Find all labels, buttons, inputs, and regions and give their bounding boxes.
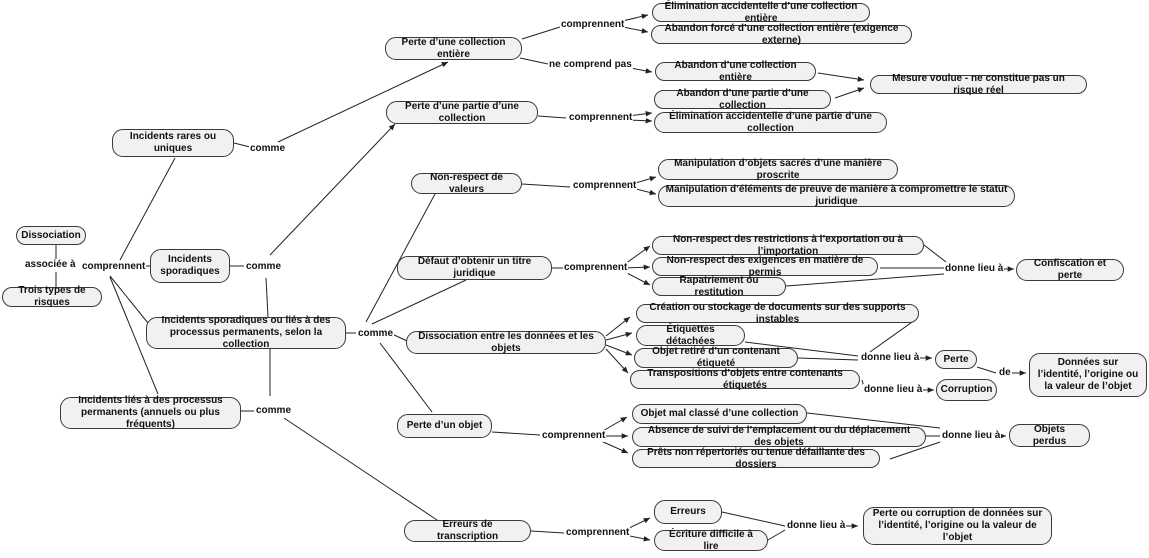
node-perte-collection-entiere[interactable]: Perte d’une collection entière: [385, 37, 522, 60]
node-erreurs-de-transcription[interactable]: Erreurs de transcription: [404, 519, 531, 542]
link-label-donne-lieu-a: donne lieu à: [863, 384, 924, 396]
link-label-comme: comme: [357, 328, 395, 340]
node-transpositions-objets[interactable]: Transpositions d’objets entre contenants…: [630, 368, 860, 391]
link-label-comme: comme: [249, 143, 287, 155]
node-perte-corruption-donnees[interactable]: Perte ou corruption de données sur l’ide…: [863, 507, 1052, 545]
node-incidents-sporadiques-ou-permanents[interactable]: Incidents sporadiques ou liés à des proc…: [146, 315, 346, 350]
link-label-comprennent: comprennent: [560, 19, 626, 31]
node-confiscation-et-perte[interactable]: Confiscation et perte: [1016, 258, 1124, 281]
node-dissociation-donnees-objets[interactable]: Dissociation entre les données et les ob…: [406, 331, 606, 354]
node-manipulation-preuve[interactable]: Manipulation d’éléments de preuve de man…: [658, 184, 1015, 207]
node-trois-types-de-risques[interactable]: Trois types de risques: [2, 285, 102, 308]
node-erreurs[interactable]: Erreurs: [654, 500, 722, 524]
node-exigences-permis[interactable]: Non-respect des exigences en matière de …: [652, 255, 878, 278]
node-etiquettes-detachees[interactable]: Étiquettes détachées: [636, 324, 745, 347]
node-absence-suivi[interactable]: Absence de suivi de l’emplacement ou du …: [632, 425, 926, 448]
node-abandon-collection-entiere[interactable]: Abandon d’une collection entière: [655, 60, 816, 83]
node-rapatriement-restitution[interactable]: Rapatriement ou restitution: [652, 275, 786, 298]
node-abandon-partie-collection[interactable]: Abandon d’une partie d’une collection: [654, 88, 831, 111]
node-abandon-force[interactable]: Abandon forcé d’une collection entière (…: [651, 23, 912, 46]
link-label-donne-lieu-a: donne lieu à: [786, 520, 847, 532]
node-perte-partie-collection[interactable]: Perte d’une partie d’une collection: [386, 101, 538, 124]
node-prets-non-repertories[interactable]: Prêts non répertoriés ou tenue défaillan…: [632, 447, 880, 470]
node-dissociation[interactable]: Dissociation: [16, 226, 86, 245]
link-label-donne-lieu-a: donne lieu à: [941, 430, 1002, 442]
link-label-de: de: [998, 367, 1012, 379]
link-label-comme: comme: [245, 261, 283, 273]
node-objets-perdus[interactable]: Objets perdus: [1009, 424, 1090, 447]
node-mesure-voulue[interactable]: Mesure voulue - ne constitue pas un risq…: [870, 73, 1087, 96]
link-label-comme: comme: [255, 405, 293, 417]
link-label-comprennent: comprennent: [563, 262, 629, 274]
link-label-donne-lieu-a: donne lieu à: [944, 263, 1005, 275]
node-defaut-titre-juridique[interactable]: Défaut d’obtenir un titre juridique: [397, 256, 552, 280]
link-label-comprennent: comprennent: [541, 430, 607, 442]
link-label-comprennent: comprennent: [568, 112, 634, 124]
node-incidents-sporadiques[interactable]: Incidents sporadiques: [150, 249, 230, 283]
link-label-comprennent: comprennent: [81, 261, 147, 273]
node-elimination-collection-entiere[interactable]: Élimination accidentelle d’une collectio…: [652, 1, 870, 24]
link-label-comprennent: comprennent: [572, 180, 638, 192]
link-label-associee-a: associée à: [24, 259, 77, 271]
node-objet-mal-classe[interactable]: Objet mal classé d’une collection: [632, 404, 807, 424]
node-elimination-partie-collection[interactable]: Élimination accidentelle d’une partie d’…: [654, 111, 887, 134]
link-label-comprennent: comprennent: [565, 527, 631, 539]
node-perte[interactable]: Perte: [935, 350, 977, 369]
link-label-donne-lieu-a: donne lieu à: [860, 352, 921, 364]
node-objet-retire-contenant[interactable]: Objet retiré d’un contenant étiqueté: [634, 346, 798, 369]
node-incidents-rares-ou-uniques[interactable]: Incidents rares ou uniques: [112, 129, 234, 157]
node-creation-stockage-documents[interactable]: Création ou stockage de documents sur de…: [636, 302, 919, 325]
node-non-respect-valeurs[interactable]: Non-respect de valeurs: [411, 172, 522, 195]
node-ecriture-difficile[interactable]: Écriture difficile à lire: [654, 529, 768, 552]
node-corruption[interactable]: Corruption: [936, 379, 997, 401]
link-label-ne-comprend-pas: ne comprend pas: [548, 59, 633, 71]
node-restrictions-exportation[interactable]: Non-respect des restrictions à l’exporta…: [652, 234, 924, 257]
node-incidents-processus-permanents[interactable]: Incidents liés à des processus permanent…: [60, 395, 241, 430]
node-donnees-identite[interactable]: Données sur l’identité, l’origine ou la …: [1029, 353, 1147, 397]
node-manipulation-objets-sacres[interactable]: Manipulation d’objets sacrés d’une maniè…: [658, 158, 898, 181]
node-perte-d-un-objet[interactable]: Perte d’un objet: [397, 414, 492, 438]
